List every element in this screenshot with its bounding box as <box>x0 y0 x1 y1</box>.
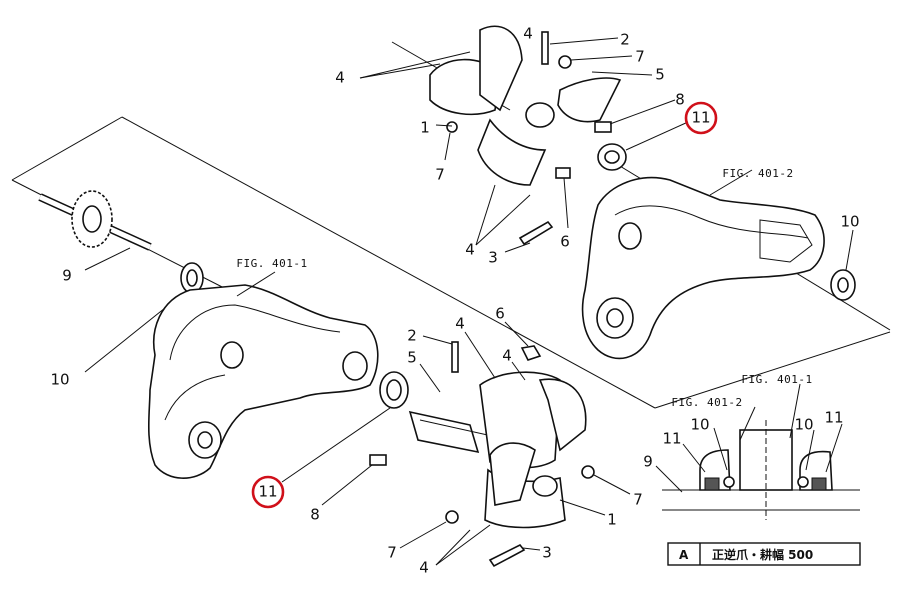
callout-mid-1: 1 <box>607 511 617 529</box>
callout-sec-11b: 11 <box>824 409 843 427</box>
nut-7-mid-left <box>399 510 459 549</box>
callout-top-1: 1 <box>420 119 430 137</box>
callout-mid-4b: 4 <box>502 347 512 365</box>
callout-sec-fig1: FIG. 401-1 <box>741 373 812 386</box>
callout-top-4c: 4 <box>465 241 475 259</box>
callout-mid-11: 11 <box>258 483 277 501</box>
callout-top-7a: 7 <box>635 48 645 66</box>
clip-3-mid <box>488 543 541 568</box>
callout-top-4a: 4 <box>335 69 345 87</box>
callout-mid-7b: 7 <box>387 544 397 562</box>
callout-sec-fig2: FIG. 401-2 <box>671 396 742 409</box>
code-box-text: 正逆爪・耕幅 500 <box>712 547 813 562</box>
bearing-10-right <box>830 229 856 301</box>
code-box: A 正逆爪・耕幅 500 <box>667 542 861 566</box>
code-box-letter: A <box>679 548 689 562</box>
callout-top-2: 2 <box>620 31 630 49</box>
nut-7-mid-right <box>581 465 631 495</box>
callout-top-8: 8 <box>675 91 685 109</box>
callout-top-5: 5 <box>655 66 665 84</box>
callout-mid-4c: 4 <box>419 559 429 577</box>
callout-top-3: 3 <box>488 249 498 267</box>
callout-top-4b: 4 <box>523 25 533 43</box>
callout-top-fig: FIG. 401-2 <box>722 167 793 180</box>
callout-left-9: 9 <box>62 267 72 285</box>
callout-left-fig: FIG. 401-1 <box>236 257 307 270</box>
highlight-circle-top-11 <box>684 101 718 135</box>
tines-4-top <box>359 25 622 246</box>
callout-mid-6: 6 <box>495 305 505 323</box>
nut-7-top-left <box>444 121 458 161</box>
seal-11-mid <box>281 371 409 483</box>
callout-sec-10b: 10 <box>794 416 813 434</box>
shaft-9-left <box>38 190 152 271</box>
clip-3-top <box>504 220 554 253</box>
callout-top-11: 11 <box>691 109 710 127</box>
tines-4-mid <box>419 331 587 566</box>
callout-top-6: 6 <box>560 233 570 251</box>
callout-sec-9: 9 <box>643 453 653 471</box>
callout-mid-3: 3 <box>542 544 552 562</box>
gearbox-case-left <box>147 271 379 479</box>
section-view <box>655 383 860 520</box>
nut-7-top-right <box>558 55 633 69</box>
bolt-8-mid <box>321 454 387 506</box>
nut-6-mid <box>504 321 542 361</box>
callout-top-7b: 7 <box>435 166 445 184</box>
callout-mid-5: 5 <box>407 349 417 367</box>
highlight-circle-mid-11 <box>251 475 285 509</box>
callout-left-10: 10 <box>50 371 69 389</box>
callout-mid-8: 8 <box>310 506 320 524</box>
callout-sec-10a: 10 <box>690 416 709 434</box>
bolt-8-top <box>594 99 676 133</box>
callout-mid-7a: 7 <box>633 491 643 509</box>
callout-mid-2: 2 <box>407 327 417 345</box>
callout-top-10: 10 <box>840 213 859 231</box>
callout-sec-11a: 11 <box>662 430 681 448</box>
gearbox-case-right <box>581 169 825 360</box>
seal-11-top <box>597 121 689 171</box>
pin-2-top <box>541 31 619 65</box>
pin-2-mid <box>422 335 459 373</box>
callout-mid-4a: 4 <box>455 315 465 333</box>
bolt-6-top <box>555 167 571 229</box>
